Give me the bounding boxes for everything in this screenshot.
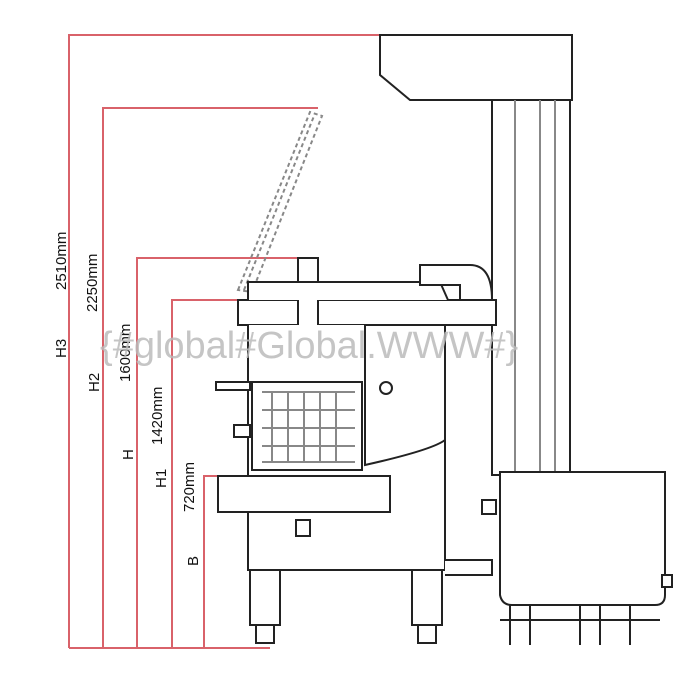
tipping-bin [481,471,673,645]
dim-name-h: H [120,449,137,460]
dim-line-h [136,257,305,648]
dim-value-h: 1600mm [117,324,134,382]
dim-name-b: B [185,556,202,566]
dim-line-h1 [171,299,245,648]
dim-value-h3: 2510mm [53,232,70,290]
dim-name-h2: H2 [86,373,103,392]
watermark: {#global#Global.WWW#} [100,325,518,367]
dim-name-h1: H1 [153,469,170,488]
dimension-labels: 2510mm H3 2250mm H2 1600mm H 1420mm H1 7… [53,232,202,566]
dim-value-h2: 2250mm [84,254,101,312]
mixer-body [215,257,497,644]
mixing-grid [262,391,355,463]
lid-open [236,110,324,294]
dim-value-h1: 1420mm [149,387,166,445]
dim-line-h2 [102,107,318,648]
dim-line-h3 [68,34,380,648]
lift-column [379,34,573,476]
dim-value-b: 720mm [181,462,198,512]
dimension-lines [68,34,380,649]
dim-name-h3: H3 [53,339,70,358]
